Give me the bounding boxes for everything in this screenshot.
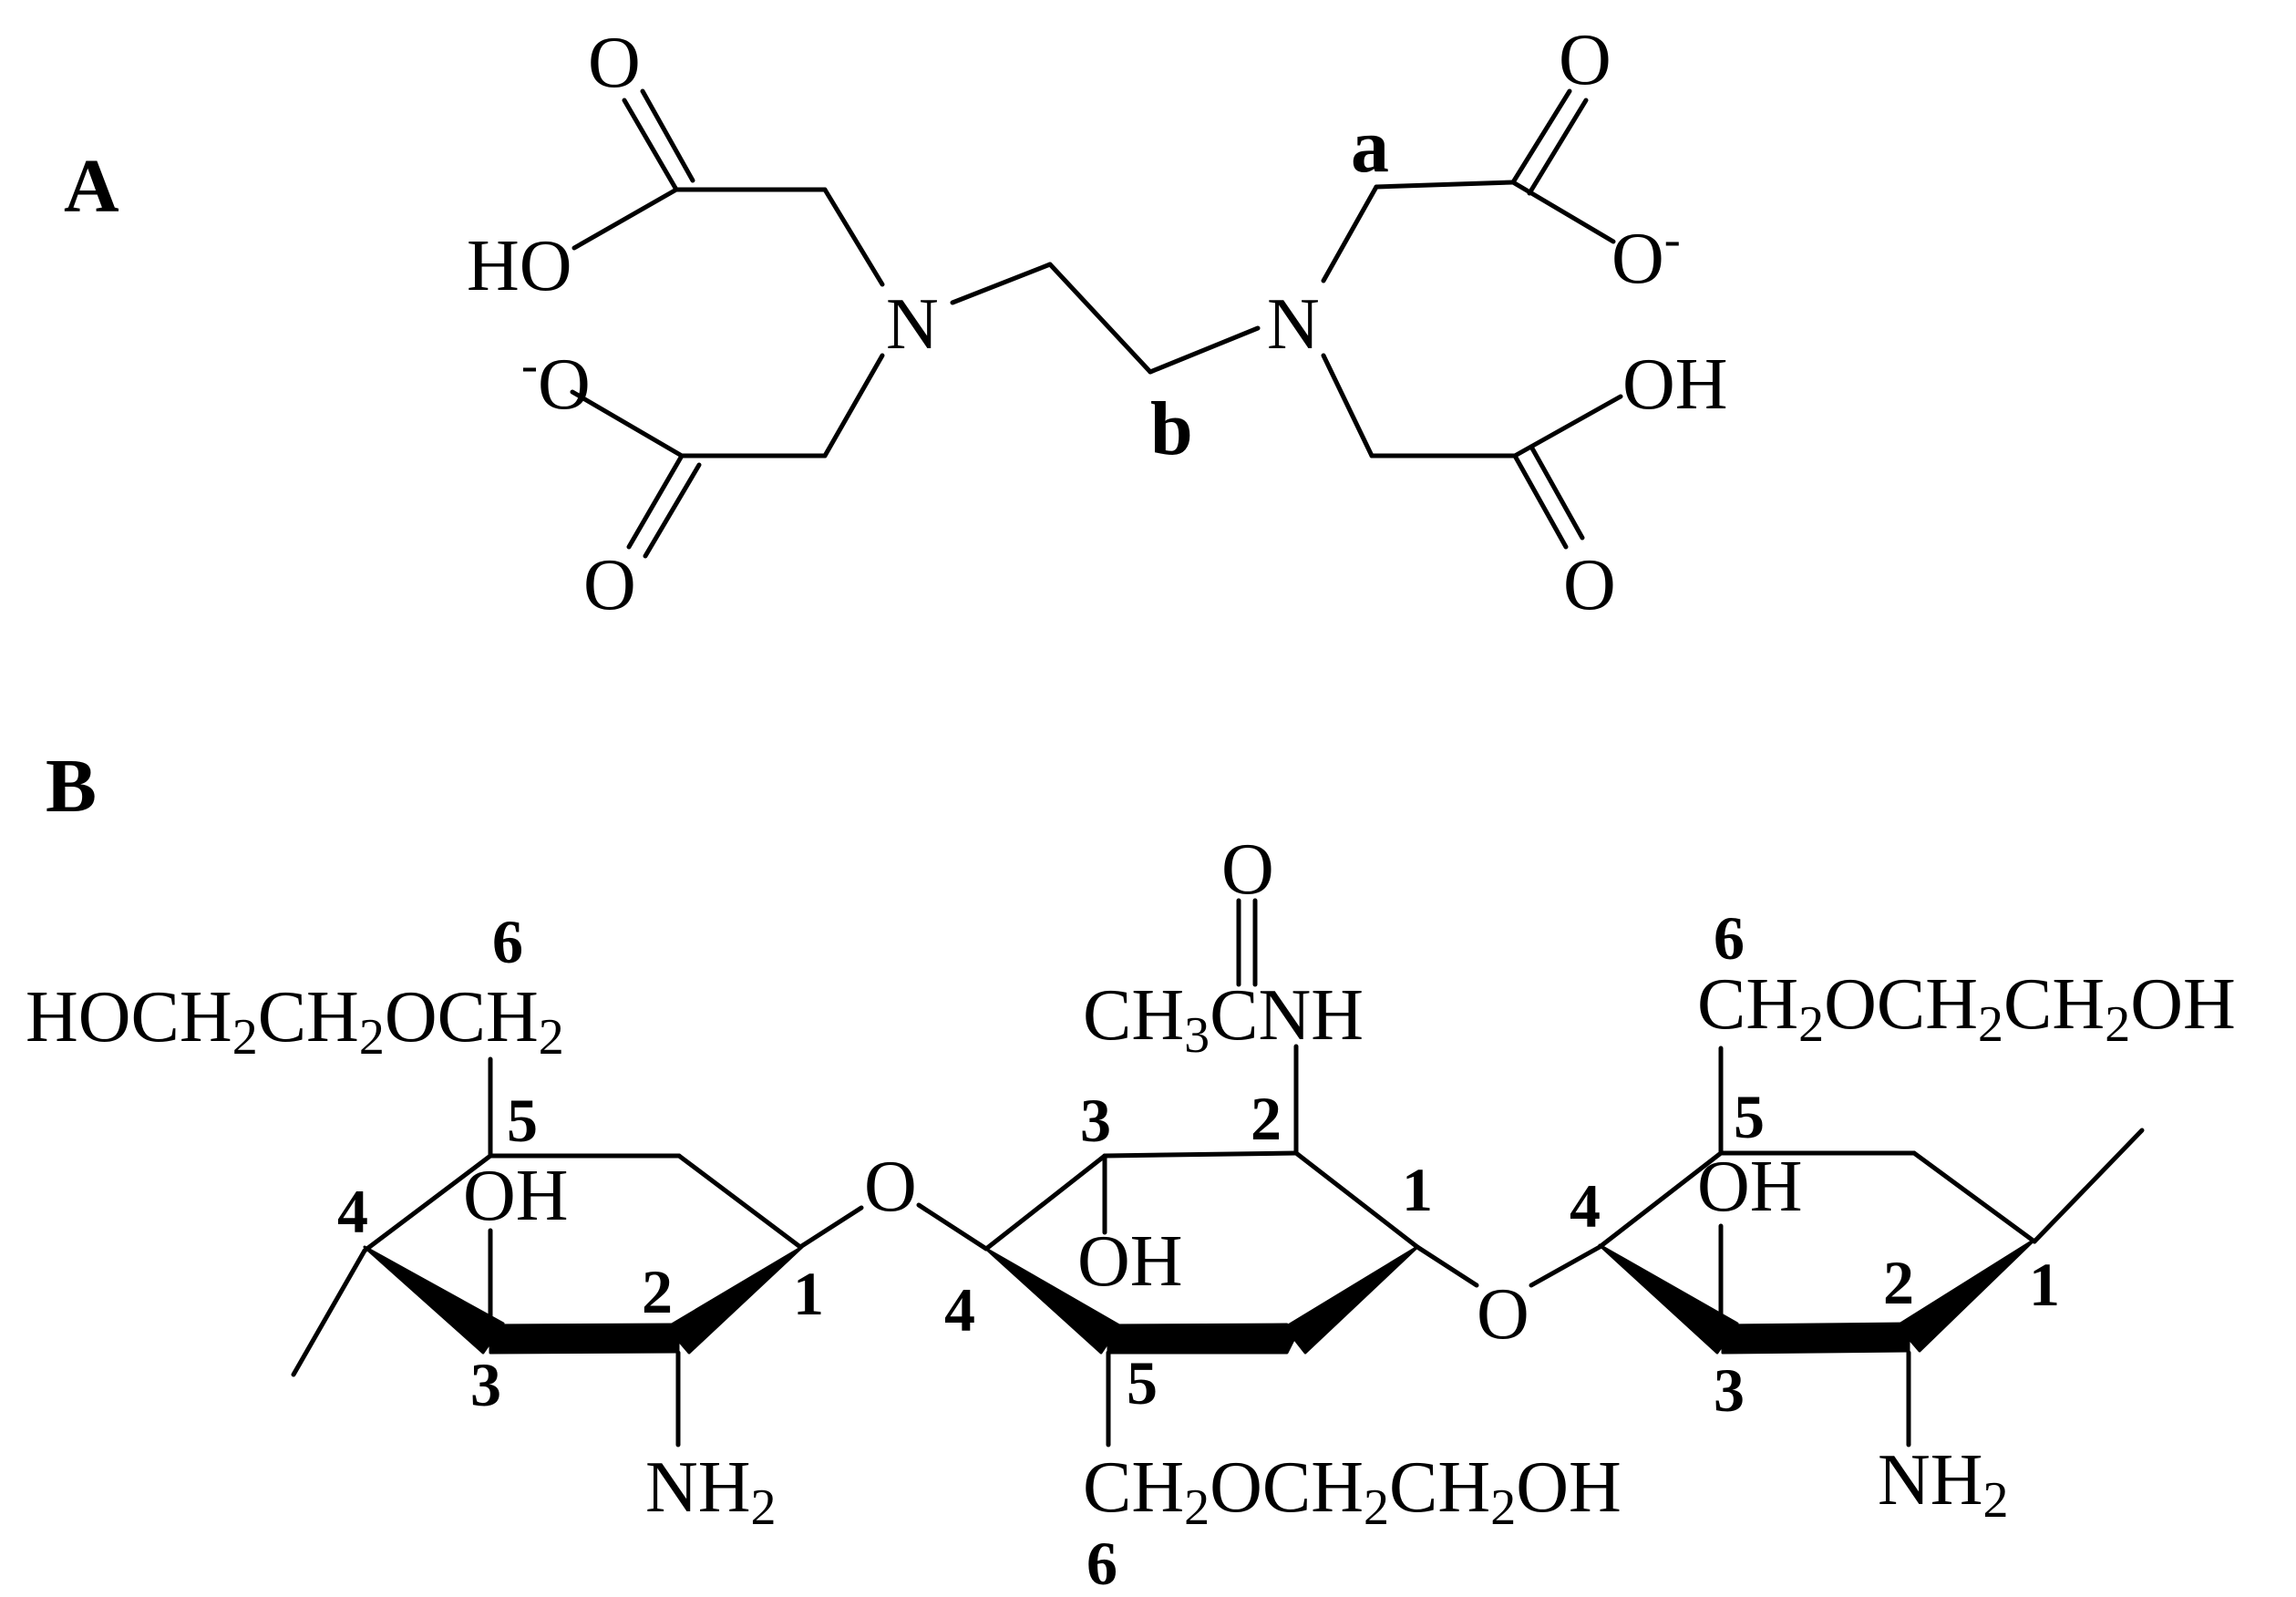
- ring-1-nh2-nh: NH: [645, 1448, 751, 1528]
- ring-3-sub6-sub-3: 2: [2105, 996, 2130, 1053]
- ring-3-sub6-part-och: OCH: [1824, 964, 1978, 1045]
- ring-2-sub6-sub-1: 2: [1184, 1479, 1210, 1536]
- ring-1-substituent-6: HOCH2CH2OCH2: [26, 977, 564, 1066]
- ring-3-sub6-sub-2: 2: [1978, 996, 2003, 1053]
- ring-3-sub6-part-ch: CH: [1697, 964, 1798, 1045]
- ring-2-c2-label: 2: [1251, 1084, 1282, 1153]
- ring-1-sub6-sub-1: 2: [232, 1009, 258, 1066]
- ring-1-c3-label: 3: [470, 1350, 501, 1419]
- ring-2-wedge-c6-c1: [1283, 1245, 1419, 1355]
- ring-2-sub6-part-och: OCH: [1210, 1448, 1364, 1528]
- ring-1-nh2: NH2: [645, 1448, 777, 1536]
- ring-1-sub6-sub-3: 2: [539, 1009, 564, 1066]
- ring-3-wedge-c4-c3: [1598, 1243, 1739, 1355]
- panel-a-o-minus-right: O-: [1611, 211, 1681, 299]
- ring-1-c5-label: 5: [507, 1086, 538, 1155]
- ring-1-wedge-c4-c3: [363, 1245, 505, 1355]
- panel-a-label-b: b: [1150, 386, 1193, 471]
- ring-1-c6-label: 6: [492, 907, 523, 976]
- panel-a-o-minus-left: -O: [521, 337, 591, 425]
- panel-b: B HOCH2CH2OCH2 6 5 OH 4 3 2 1 NH2 O: [26, 744, 2236, 1597]
- panel-a-ho-left: HO: [467, 226, 572, 306]
- ring-3-c1-label: 1: [2029, 1250, 2060, 1319]
- glycosidic-oxygen-left: O: [864, 1147, 917, 1227]
- glycosidic-bond-right: [1529, 1244, 1602, 1288]
- glycosidic-oxygen-right: O: [1477, 1274, 1529, 1355]
- ring-2-c4-label: 4: [944, 1275, 975, 1345]
- ring-1-c1-label: 1: [793, 1259, 824, 1328]
- ring-3-substituent-6: CH2OCH2CH2OH: [1697, 964, 2236, 1053]
- ring-3: [1597, 1046, 2145, 1448]
- ring-3-oh: OH: [1697, 1147, 1803, 1227]
- ring-3-nh2-nh: NH: [1878, 1440, 1983, 1520]
- panel-a-label-a: a: [1351, 104, 1389, 189]
- ring-2-c3-label: 3: [1080, 1086, 1111, 1155]
- panel-a-o-minus-right-atom: O: [1611, 219, 1664, 299]
- ring-3-c4-label: 4: [1570, 1171, 1601, 1241]
- panel-a-o-bottom-left: O: [583, 545, 636, 625]
- ring-2-sub6-part-oh: OH: [1516, 1448, 1622, 1528]
- panel-a-o-bottom-right: O: [1563, 545, 1616, 625]
- ring-1-wedge-c2-c1: [665, 1245, 804, 1355]
- ring-1-c2-label: 2: [642, 1257, 673, 1326]
- panel-a-o-top-left: O: [588, 23, 641, 103]
- ring-3-sub6-part-ch2: CH: [2003, 964, 2105, 1045]
- ring-1-c4-label: 4: [337, 1177, 368, 1246]
- ring-3-c5-label: 5: [1734, 1082, 1765, 1151]
- ring-1-sub6-part-och: OCH: [385, 977, 539, 1057]
- ring-3-sub6-part-oh: OH: [2130, 964, 2236, 1045]
- ring-3-c3-label: 3: [1714, 1355, 1745, 1425]
- ring-3-c6-label: 6: [1714, 903, 1745, 973]
- glycosidic-bond-left: [916, 1202, 989, 1252]
- ring-2-acetamido-cnh: CNH: [1210, 975, 1364, 1056]
- panel-a-o-minus-right-charge: -: [1664, 211, 1681, 266]
- panel-a-n-right: N: [1267, 284, 1320, 365]
- panel-a: A: [64, 20, 1728, 625]
- ring-1-sub6-part-ch: CH: [258, 977, 359, 1057]
- ring-1-bold-c3-c2: [489, 1323, 680, 1355]
- ring-2-acetamido: CH3CNH: [1083, 975, 1364, 1064]
- ring-2-oh: OH: [1077, 1221, 1183, 1302]
- ring-3-sub6-sub-1: 2: [1798, 996, 1824, 1053]
- panel-b-label: B: [46, 744, 97, 829]
- panel-a-oh-right: OH: [1622, 345, 1728, 425]
- ring-3-nh2: NH2: [1878, 1440, 2009, 1529]
- ring-1-nh2-sub: 2: [751, 1479, 777, 1536]
- panel-a-o-minus-left-atom: O: [538, 345, 591, 425]
- ring-1: [291, 1056, 864, 1448]
- ring-1-sub6-sub-2: 2: [359, 1009, 385, 1066]
- ring-2-c1-label: 1: [1402, 1155, 1433, 1224]
- ring-2-c6-label: 6: [1086, 1529, 1117, 1597]
- ring-2-acetamido-ch: CH: [1083, 975, 1184, 1056]
- ring-2-substituent-6: CH2OCH2CH2OH: [1083, 1448, 1622, 1536]
- panel-a-label: A: [64, 144, 119, 229]
- ring-2: [983, 898, 1479, 1448]
- panel-a-bonds: [570, 88, 1623, 559]
- ring-3-wedge-c2-c1: [1896, 1238, 2036, 1353]
- panel-a-o-top-right: O: [1559, 20, 1611, 100]
- ring-2-c5-label: 5: [1127, 1348, 1158, 1417]
- ring-1-sub6-part-hoch: HOCH: [26, 977, 232, 1057]
- ring-2-sub6-sub-2: 2: [1364, 1479, 1389, 1536]
- ring-3-bold-c3-c2: [1721, 1322, 1910, 1355]
- ring-2-sub6-part-ch: CH: [1083, 1448, 1184, 1528]
- ring-2-carbonyl-o: O: [1221, 829, 1274, 910]
- ring-2-acetamido-sub: 3: [1184, 1007, 1210, 1064]
- panel-a-o-minus-left-charge: -: [521, 337, 538, 392]
- ring-3-c2-label: 2: [1883, 1248, 1914, 1317]
- ring-3-nh2-sub: 2: [1983, 1472, 2009, 1529]
- panel-a-n-left: N: [886, 284, 939, 365]
- ring-2-sub6-sub-3: 2: [1490, 1479, 1516, 1536]
- ring-2-sub6-part-ch2: CH: [1389, 1448, 1490, 1528]
- ring-1-oh: OH: [463, 1156, 569, 1236]
